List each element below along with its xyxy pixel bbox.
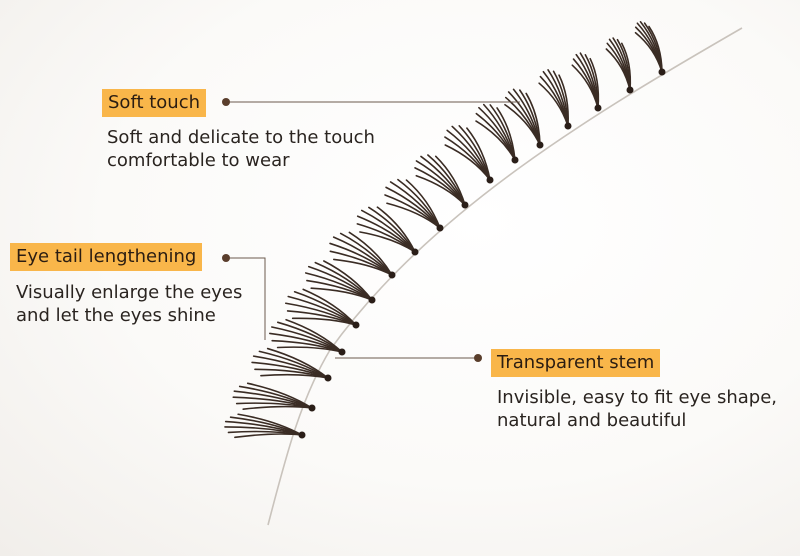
lash-cluster	[605, 37, 634, 94]
lash-hair	[285, 318, 343, 353]
lash-cluster	[414, 154, 469, 209]
lash-cluster	[384, 178, 444, 232]
lash-cluster	[232, 382, 316, 412]
lash-root-knot	[486, 176, 494, 184]
lash-cluster	[224, 413, 306, 439]
transparent-stem-label: Transparent stem	[491, 349, 661, 377]
lash-cluster	[284, 288, 360, 329]
lash-clusters	[224, 20, 666, 439]
soft-touch-line-2: comfortable to wear	[107, 150, 290, 171]
lash-root-knot	[388, 271, 396, 279]
lash-hair	[246, 382, 313, 409]
lash-cluster	[251, 347, 332, 382]
lash-cluster	[475, 103, 519, 164]
soft-touch-line-1: Soft and delicate to the touch	[107, 127, 375, 148]
soft-touch-label: Soft touch	[102, 89, 207, 117]
lash-hair	[620, 42, 632, 91]
lash-root-knot	[352, 321, 360, 329]
leader-lines	[226, 101, 520, 359]
lash-hair	[525, 92, 541, 146]
leader-dots	[222, 98, 482, 362]
transparent-stem-line-1: Invisible, easy to fit eye shape,	[497, 387, 778, 408]
lash-cluster	[571, 52, 602, 112]
eye-tail-label: Eye tail lengthening	[10, 243, 203, 271]
soft-touch-dot	[222, 98, 230, 106]
eye-tail-line-2: and let the eyes shine	[16, 305, 216, 326]
lash-cluster	[329, 231, 396, 279]
lash-root-knot	[298, 431, 306, 439]
lash-hair	[589, 57, 600, 109]
lash-hair	[376, 206, 416, 253]
lash-root-knot	[368, 296, 376, 304]
transparent-stem	[267, 27, 743, 526]
lash-cluster	[444, 125, 494, 184]
lash-hair	[348, 231, 393, 276]
lash-cluster	[634, 20, 666, 76]
lash-root-knot	[594, 104, 602, 112]
lash-hair	[648, 25, 663, 73]
lash-root-knot	[511, 156, 519, 164]
lash-cluster	[504, 88, 544, 149]
lash-hair	[558, 74, 569, 127]
lash-root-knot	[411, 248, 419, 256]
lash-root-knot	[536, 141, 544, 149]
lash-cluster	[538, 69, 572, 130]
lash-root-knot	[436, 224, 444, 232]
eye-tail-description: Visually enlarge the eyes and let the ey…	[16, 281, 242, 327]
lash-hair	[302, 288, 357, 326]
lash-hair	[405, 179, 441, 229]
lash-root-knot	[626, 86, 634, 94]
eye-tail-leader	[226, 257, 266, 340]
soft-touch-description: Soft and delicate to the touch comfortab…	[107, 126, 375, 172]
eye-tail-dot	[222, 254, 230, 262]
lash-root-knot	[308, 404, 316, 412]
lash-hair	[237, 413, 303, 436]
lash-root-knot	[338, 348, 346, 356]
lash-root-knot	[461, 201, 469, 209]
lash-hair	[466, 127, 491, 181]
lash-root-knot	[324, 374, 332, 382]
transparent-stem-line-2: natural and beautiful	[497, 410, 687, 431]
lash-cluster	[304, 260, 376, 304]
lash-root-knot	[658, 68, 666, 76]
lash-hair	[496, 107, 516, 161]
transparent-stem-description: Invisible, easy to fit eye shape, natura…	[497, 386, 777, 432]
lash-cluster	[269, 318, 346, 356]
lash-hair	[539, 75, 569, 127]
lash-hair	[266, 347, 329, 379]
lash-cluster	[356, 206, 419, 256]
lash-root-knot	[564, 122, 572, 130]
eye-tail-line-1: Visually enlarge the eyes	[16, 282, 243, 303]
lash-hair	[434, 155, 466, 206]
stem-dot	[474, 354, 482, 362]
lash-hair	[323, 260, 373, 301]
